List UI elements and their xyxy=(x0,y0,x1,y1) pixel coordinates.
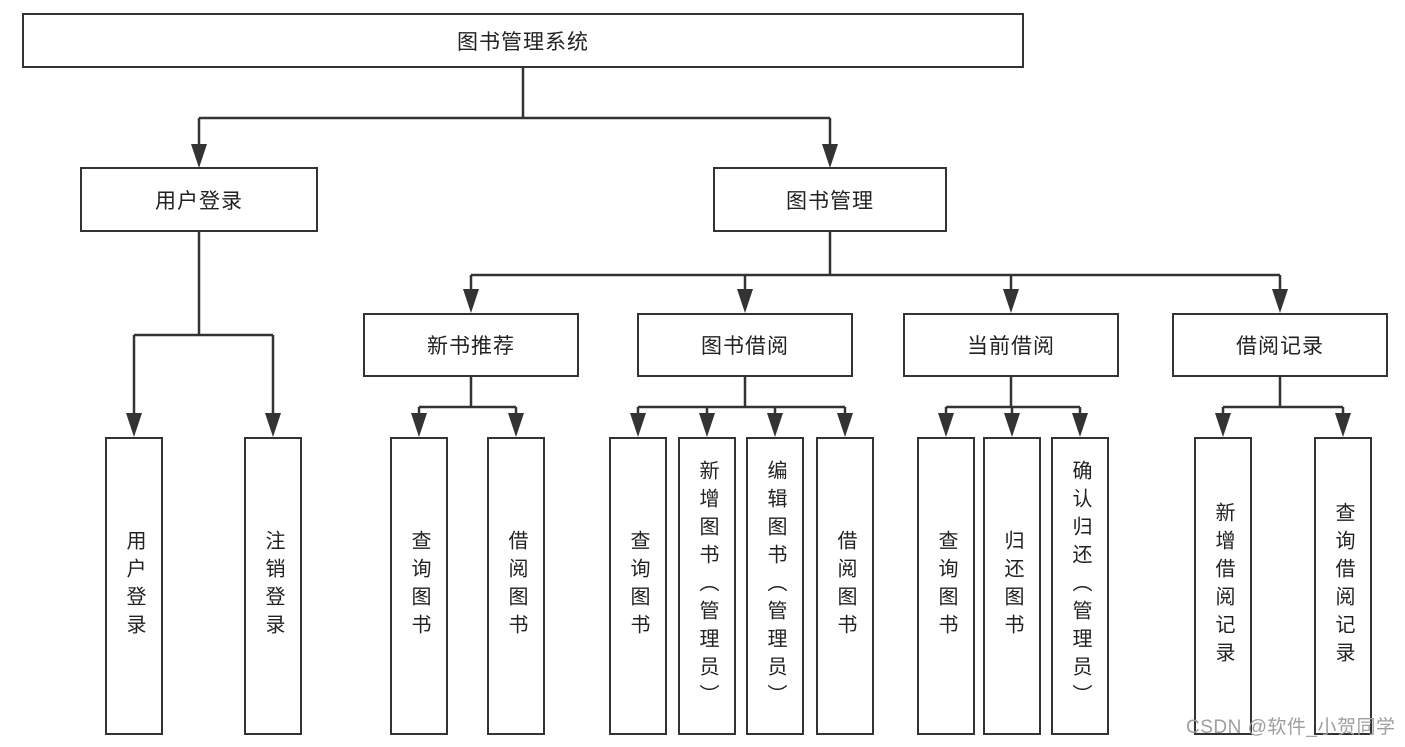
leaf-label: 查询图书 xyxy=(935,530,957,642)
arrow-down-icon xyxy=(1272,289,1288,313)
leaf-query-books-borrow: 查询图书 xyxy=(609,437,667,735)
leaf-add-borrow-record: 新增借阅记录 xyxy=(1194,437,1252,735)
connector-root xyxy=(197,68,832,146)
watermark: CSDN @软件_小贺同学 xyxy=(1186,717,1396,738)
connector-book-management xyxy=(469,232,1282,291)
arrow-down-icon xyxy=(1004,413,1020,437)
leaf-logout: 注销登录 xyxy=(244,437,302,735)
arrow-down-icon xyxy=(508,413,524,437)
arrow-down-icon xyxy=(1003,289,1019,313)
arrow-down-icon xyxy=(411,413,427,437)
leaf-edit-book-admin: 编辑图书（管理员） xyxy=(746,437,804,735)
leaf-borrow-books-recommend: 借阅图书 xyxy=(487,437,545,735)
leaf-label: 编辑图书（管理员） xyxy=(764,460,786,712)
arrow-down-icon xyxy=(699,413,715,437)
connector-borrow-records xyxy=(1221,377,1345,415)
arrow-down-icon xyxy=(126,413,142,437)
leaf-add-book-admin: 新增图书（管理员） xyxy=(678,437,736,735)
leaf-label: 确认归还（管理员） xyxy=(1069,460,1091,712)
node-current-borrow: 当前借阅 xyxy=(903,313,1119,377)
connector-book-borrow xyxy=(636,377,847,415)
arrow-down-icon xyxy=(1072,413,1088,437)
arrow-down-icon xyxy=(265,413,281,437)
node-book-borrow: 图书借阅 xyxy=(637,313,853,377)
leaf-label: 归还图书 xyxy=(1001,530,1023,642)
node-new-book-recommend: 新书推荐 xyxy=(363,313,579,377)
arrow-down-icon xyxy=(938,413,954,437)
leaf-borrow-books: 借阅图书 xyxy=(816,437,874,735)
connector-new-book-recommend xyxy=(417,377,518,415)
arrow-down-icon xyxy=(837,413,853,437)
arrow-down-icon xyxy=(767,413,783,437)
arrow-down-icon xyxy=(1215,413,1231,437)
leaf-query-borrow-record: 查询借阅记录 xyxy=(1314,437,1372,735)
arrow-down-icon xyxy=(191,144,207,168)
arrow-down-icon xyxy=(1335,413,1351,437)
leaf-query-books-recommend: 查询图书 xyxy=(390,437,448,735)
leaf-label: 查询借阅记录 xyxy=(1332,502,1354,670)
arrow-down-icon xyxy=(630,413,646,437)
leaf-user-login: 用户登录 xyxy=(105,437,163,735)
leaf-return-books: 归还图书 xyxy=(983,437,1041,735)
connector-user-login-group xyxy=(132,232,275,415)
leaf-label: 查询图书 xyxy=(408,530,430,642)
leaf-confirm-return-admin: 确认归还（管理员） xyxy=(1051,437,1109,735)
leaf-label: 新增借阅记录 xyxy=(1212,502,1234,670)
node-book-management: 图书管理 xyxy=(713,167,947,232)
leaf-label: 用户登录 xyxy=(123,530,145,642)
arrow-down-icon xyxy=(822,144,838,168)
node-user-login-group: 用户登录 xyxy=(80,167,318,232)
leaf-label: 借阅图书 xyxy=(834,530,856,642)
arrow-down-icon xyxy=(737,289,753,313)
leaf-label: 借阅图书 xyxy=(505,530,527,642)
connector-current-borrow xyxy=(944,377,1082,415)
leaf-label: 新增图书（管理员） xyxy=(696,460,718,712)
node-borrow-records: 借阅记录 xyxy=(1172,313,1388,377)
leaf-query-books-current: 查询图书 xyxy=(917,437,975,735)
node-library-management-system: 图书管理系统 xyxy=(22,13,1024,68)
leaf-label: 查询图书 xyxy=(627,530,649,642)
leaf-label: 注销登录 xyxy=(262,530,284,642)
arrow-down-icon xyxy=(463,289,479,313)
